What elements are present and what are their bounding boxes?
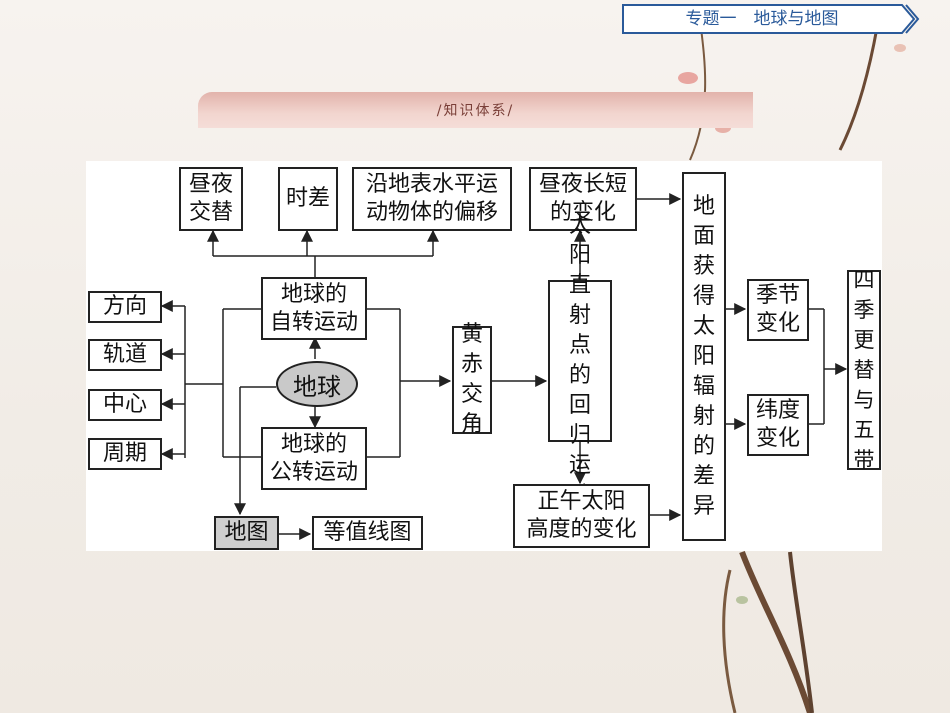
node-deflection: 沿地表水平运 动物体的偏移 [352, 167, 512, 231]
node-subsolar-motion: 太 阳 直 射 点 的 回 归 运 动 [548, 213, 612, 508]
node-map: 地图 [214, 516, 279, 550]
node-seasonal-change: 季节 变化 [747, 279, 809, 341]
node-time-difference: 时差 [278, 167, 338, 231]
topic-banner: 专题一 地球与地图 [622, 4, 920, 34]
section-bar: /知识体系/ [198, 92, 753, 128]
banner-arrow-icon [622, 4, 920, 34]
node-direction: 方向 [88, 291, 162, 323]
node-radiation-difference: 地 面 获 得 太 阳 辐 射 的 差 异 [682, 172, 726, 541]
node-obliquity: 黄 赤 交 角 [452, 322, 492, 437]
knowledge-diagram: 昼夜 交替 时差 沿地表水平运 动物体的偏移 昼夜长短 的变化 地 面 获 得 … [86, 161, 882, 551]
node-daylength-change: 昼夜长短 的变化 [529, 167, 637, 231]
topic-title: 专题一 地球与地图 [685, 9, 839, 29]
node-daynight-alternation: 昼夜 交替 [179, 167, 243, 231]
node-contour-map: 等值线图 [312, 516, 423, 550]
node-period: 周期 [88, 438, 162, 470]
node-seasons-zones: 四 季 更 替 与 五 带 [847, 268, 881, 472]
section-title: /知识体系/ [436, 103, 515, 119]
node-earth: 地球 [276, 361, 358, 407]
node-rotation: 地球的 自转运动 [261, 277, 367, 340]
node-latitudinal-change: 纬度 变化 [747, 394, 809, 456]
node-noon-altitude: 正午太阳 高度的变化 [513, 484, 650, 548]
connector-lines [160, 193, 848, 540]
node-center: 中心 [88, 389, 162, 421]
node-orbit: 轨道 [88, 339, 162, 371]
node-revolution: 地球的 公转运动 [261, 427, 367, 490]
